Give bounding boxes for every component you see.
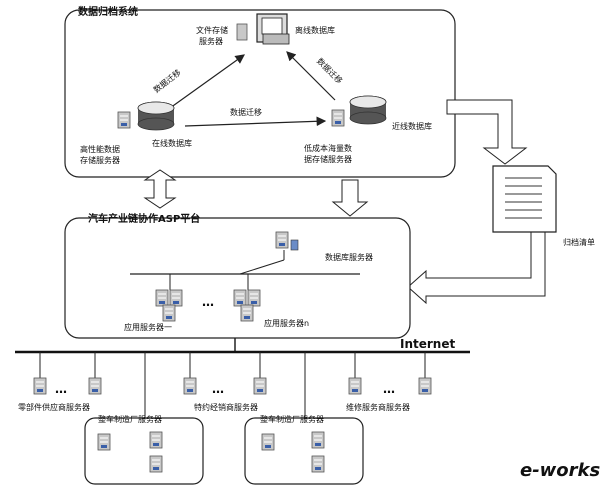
- internet-label: Internet: [400, 337, 455, 351]
- archive-list-label: 归档清单: [563, 237, 595, 247]
- lowcost-label-1: 低成本海量数: [304, 143, 352, 153]
- server-icon: [155, 289, 169, 307]
- server-icon: [236, 23, 248, 41]
- arrow-list-to-asp: [407, 227, 546, 305]
- migrate-middle-label: 数据迁移: [230, 107, 262, 117]
- file-storage-server: 文件存储 服务器: [196, 23, 248, 46]
- dealer-label: 特约经销商服务器: [194, 402, 258, 412]
- arrow-online-to-nearline: [184, 116, 327, 127]
- server-icon: [97, 433, 111, 451]
- oem-box-1: 整车制造厂服务器: [84, 414, 204, 485]
- asp-platform-box: 汽车产业链协作ASP平台: [64, 212, 411, 339]
- server-icon: [311, 455, 325, 473]
- supplier-server-icon: [88, 377, 102, 395]
- dealer-server-icon: [253, 377, 267, 395]
- asp-ellipsis: …: [202, 295, 214, 309]
- database-cylinder-icon: [349, 95, 387, 125]
- repair-server-icon: [348, 377, 362, 395]
- offline-database: 离线数据库: [256, 13, 335, 45]
- dealer-ellipsis: …: [212, 382, 224, 396]
- tape-drive-icon: [262, 33, 290, 45]
- repair-label: 维修服务商服务器: [346, 402, 410, 412]
- server-icon: [247, 289, 261, 307]
- hp-storage-server: 高性能数据 存储服务器 在线数据库: [80, 101, 192, 165]
- nearline-db-label: 近线数据库: [392, 121, 432, 131]
- dealer-server-icon: [183, 377, 197, 395]
- asp-title: 汽车产业链协作ASP平台: [88, 212, 200, 225]
- offline-db-label: 离线数据库: [295, 25, 335, 35]
- arrow-archive-to-asp: [331, 179, 369, 217]
- online-db-label: 在线数据库: [152, 138, 192, 148]
- database-cylinder-icon: [137, 101, 175, 131]
- hp-server-label-2: 存储服务器: [80, 155, 120, 165]
- server-icon: [240, 304, 254, 322]
- server-icon: [331, 109, 345, 127]
- server-icon: [149, 455, 163, 473]
- server-icon: [162, 304, 176, 322]
- lowcost-label-2: 据存储服务器: [304, 154, 352, 164]
- oem-2-label: 整车制造厂服务器: [260, 414, 324, 424]
- repair-server-icon: [418, 377, 432, 395]
- file-server-label-1: 文件存储: [196, 25, 228, 35]
- supplier-ellipsis: …: [55, 382, 67, 396]
- archive-system-box: 数据归档系统: [64, 5, 456, 178]
- server-icon: [311, 431, 325, 449]
- database-icon: [290, 239, 299, 251]
- lowcost-storage-server: 近线数据库 低成本海量数 据存储服务器: [304, 95, 432, 164]
- e-works-logo: e-works: [520, 460, 601, 481]
- db-server-icon: [275, 231, 289, 249]
- bidirectional-arrow: [143, 169, 177, 209]
- server-icon: [233, 289, 247, 307]
- logo-text: e-works: [520, 460, 601, 481]
- server-icon: [149, 431, 163, 449]
- app-server-1: 应用服务器一: [124, 289, 183, 332]
- app-server-n: 应用服务器n: [233, 289, 309, 328]
- archive-system-title: 数据归档系统: [78, 5, 138, 18]
- file-server-label-2: 服务器: [199, 36, 223, 46]
- db-server-label: 数据库服务器: [325, 252, 373, 262]
- server-icon: [261, 433, 275, 451]
- app-server-1-label: 应用服务器一: [124, 322, 172, 332]
- supplier-label: 零部件供应商服务器: [18, 402, 90, 412]
- server-icon: [169, 289, 183, 307]
- oem-box-2: 整车制造厂服务器: [244, 414, 364, 485]
- arrow-nearline-to-offline: [286, 51, 336, 101]
- archive-list-document: 归档清单: [492, 165, 595, 247]
- oem-1-label: 整车制造厂服务器: [98, 414, 162, 424]
- arrow-archive-to-list: [446, 99, 528, 165]
- app-server-n-label: 应用服务器n: [264, 318, 309, 328]
- repair-ellipsis: …: [383, 382, 395, 396]
- hp-server-label-1: 高性能数据: [80, 144, 120, 154]
- supplier-server-icon: [33, 377, 47, 395]
- arrow-online-to-file: [169, 54, 245, 109]
- server-icon: [117, 111, 131, 129]
